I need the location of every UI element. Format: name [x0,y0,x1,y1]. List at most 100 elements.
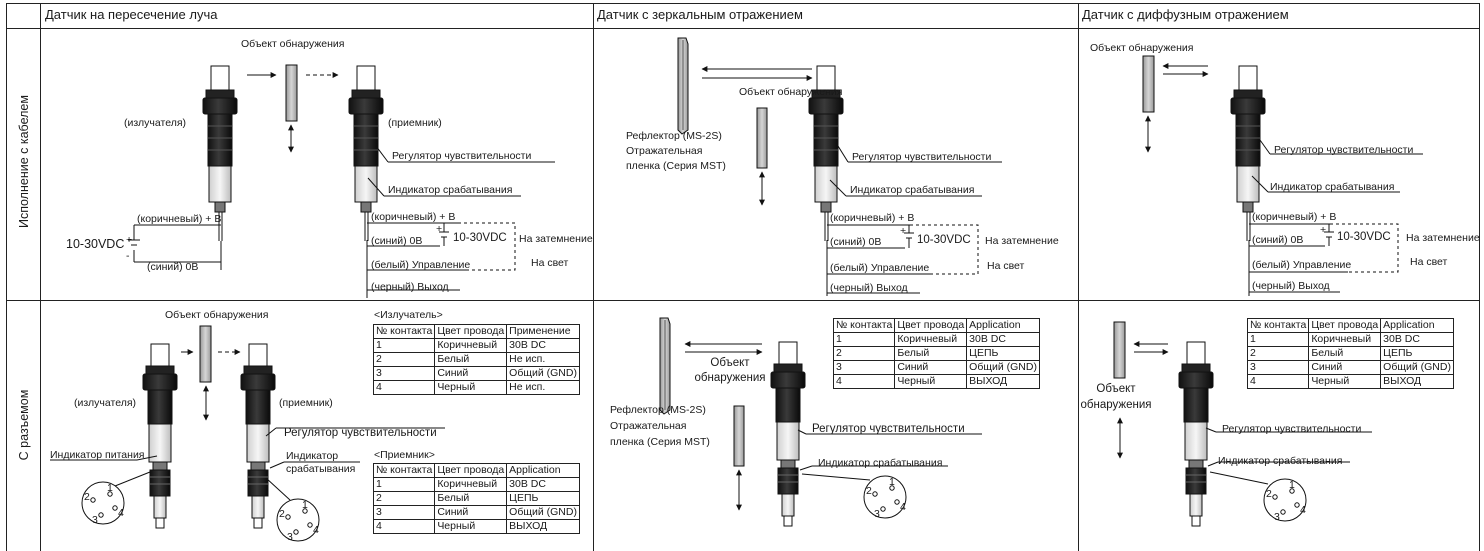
table-cell: 2 [372,352,436,367]
reflective-film-label: Отражательная [610,420,687,432]
reflector-label: Рефлектор (MS-2S) [626,130,722,142]
table-cell: 2 [372,491,436,506]
receiver-table-title: <Приемник> [374,449,435,461]
pin-number: 4 [118,507,124,519]
table-header-cell: Применение [506,324,580,339]
pin-number: 3 [92,514,98,526]
table-cell: 4 [832,374,896,389]
table-cell: Коричневый [1308,332,1382,347]
table-header-row: № контакта Цвет провода Применение [372,324,580,339]
border-label-col [40,3,41,551]
column-title-through-beam: Датчик на пересечение луча [45,7,218,22]
plus-sign: + [436,223,443,235]
wire-white-label: (белый) Управление [371,259,471,271]
wire-white-label: (белый) Управление [1252,259,1352,271]
table-header-row: № контакта Цвет провода Application [372,463,580,478]
wire-blue-label: (синий) 0B [147,261,199,273]
table-cell: ЦЕПЬ [1380,346,1454,361]
table-cell: Белый [434,352,508,367]
wire-blue-label: (синий) 0B [1252,234,1304,246]
pin-number: 2 [1266,488,1272,500]
pin-number: 1 [302,499,308,511]
power-indicator-label: Индикатор питания [50,449,145,461]
table-cell: ЦЕПЬ [966,346,1040,361]
object-label: Объект обнаружения [1090,42,1194,54]
wire-blue-label: (синий) 0B [371,235,423,247]
wire-blue-label: (синий) 0B [830,236,882,248]
table-cell: 3 [1246,360,1310,375]
table-cell: 3 [372,366,436,381]
table-cell: Общий (GND) [506,505,580,520]
table-header-cell: № контакта [1246,318,1310,333]
table-cell: ВЫХОД [966,374,1040,389]
table-cell: Синий [1308,360,1382,375]
table-cell: Белый [1308,346,1382,361]
plus-sign: + [1320,224,1327,236]
table-header-cell: Цвет провода [894,318,968,333]
table-cell: Не исп. [506,352,580,367]
table-cell: Синий [434,505,508,520]
table-header-cell: № контакта [372,324,436,339]
receiver-label: (приемник) [279,397,333,409]
wire-black-label: (черный) Выход [371,281,449,293]
table-header-cell: Цвет провода [1308,318,1382,333]
object-label: Объект обнаружения [739,86,843,98]
table-cell: Белый [434,491,508,506]
border-mid [6,300,1480,301]
emitter-label: (излучателя) [124,117,187,129]
indicator-label: Индикатор срабатывания [388,184,513,196]
border-col2 [593,3,594,551]
pin-number: 3 [1274,511,1280,523]
table-cell: 3 [832,360,896,375]
voltage-label: 10-30VDC [917,234,971,246]
light-on-label: На свет [987,260,1025,272]
object-label: обнаружения [694,372,766,384]
table-header-cell: № контакта [372,463,436,478]
table-cell: 2 [1246,346,1310,361]
table-cell: Черный [894,374,968,389]
pin-number: 1 [107,482,113,494]
table-cell: 4 [372,519,436,534]
pin-number: 4 [313,524,319,536]
dark-on-label: На затемнение [1406,232,1480,244]
sensitivity-label: Регулятор чувствительности [284,427,437,439]
table-cell: 1 [372,338,436,353]
table-cell: 2 [832,346,896,361]
reflector-label: Рефлектор (MS-2S) [610,404,706,416]
reflective-film-label: Отражательная [626,145,703,157]
pin-number: 3 [287,531,293,543]
indicator-label: срабатывания [286,463,356,475]
pin-number: 4 [1300,504,1306,516]
column-title-retroreflective: Датчик с зеркальным отражением [597,7,803,22]
object-label: Объект обнаружения [241,38,345,50]
plus-sign: + [900,225,907,237]
table-cell: Не исп. [506,380,580,395]
table-cell: Синий [434,366,508,381]
indicator-label: Индикатор [286,450,339,462]
pin-number: 2 [866,485,872,497]
sensitivity-label: Регулятор чувствительности [1274,144,1414,156]
emitter-label: (излучателя) [74,397,137,409]
table-header-cell: Цвет провода [434,463,508,478]
table-cell: ВЫХОД [1380,374,1454,389]
table-header-row: № контакта Цвет провода Application [1246,318,1454,333]
minus-sign: - [126,250,130,262]
reflective-film-label: пленка (Серия MST) [626,160,726,172]
emitter-table-title: <Излучатель> [374,309,443,321]
